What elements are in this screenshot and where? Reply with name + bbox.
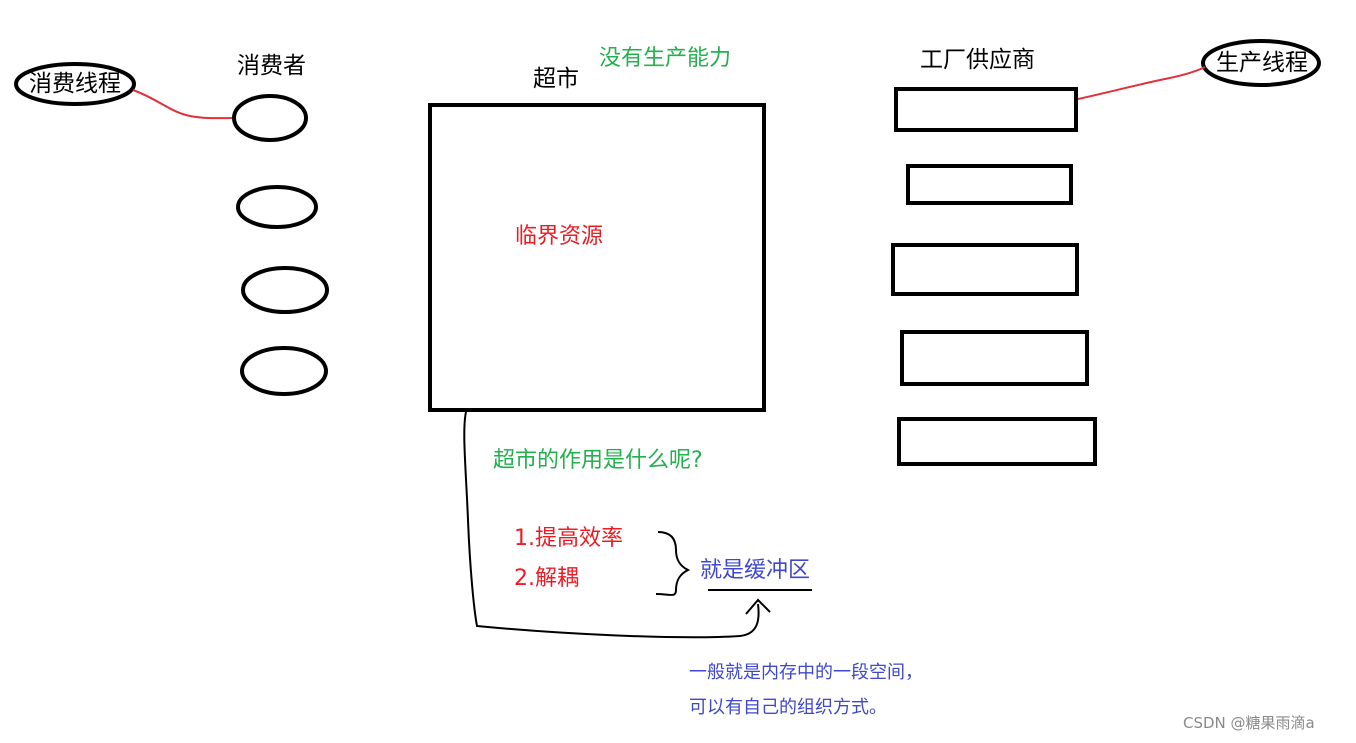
watermark: CSDN @糖果雨滴a (1183, 714, 1315, 732)
consumer-1 (232, 94, 308, 142)
no-production-label: 没有生产能力 (599, 46, 732, 71)
loop-arrow (463, 411, 760, 639)
producer-connector (1077, 66, 1206, 100)
consumer-thread-label: 消费线程 (29, 71, 121, 97)
supplier-1 (894, 87, 1078, 132)
supplier-5 (897, 417, 1097, 466)
critical-resource-label: 临界资源 (515, 224, 604, 249)
producer-thread-ellipse (1201, 39, 1321, 87)
arrow-head (745, 598, 771, 615)
consumer-2 (236, 185, 318, 229)
factory-suppliers-label: 工厂供应商 (920, 47, 1035, 73)
supplier-3 (891, 243, 1079, 296)
consumer-thread-ellipse (14, 62, 136, 106)
producer-thread-label: 生产线程 (1216, 50, 1308, 76)
supermarket-label: 超市 (533, 66, 579, 92)
point-2-label: 2.解耦 (514, 566, 579, 591)
question-label: 超市的作用是什么呢? (493, 448, 703, 473)
consumer-connector (132, 89, 237, 120)
consumer-4 (240, 346, 328, 396)
supplier-4 (900, 330, 1089, 386)
buffer-label: 就是缓冲区 (700, 558, 811, 583)
supermarket-box (428, 103, 766, 412)
note-line-1: 一般就是内存中的一段空间， (689, 662, 923, 683)
consumer-3 (241, 266, 329, 314)
point-1-label: 1.提高效率 (514, 526, 623, 551)
note-line-2: 可以有自己的组织方式。 (689, 697, 887, 718)
curly-brace (655, 531, 691, 596)
consumers-label: 消费者 (237, 53, 306, 79)
supplier-2 (906, 164, 1073, 205)
